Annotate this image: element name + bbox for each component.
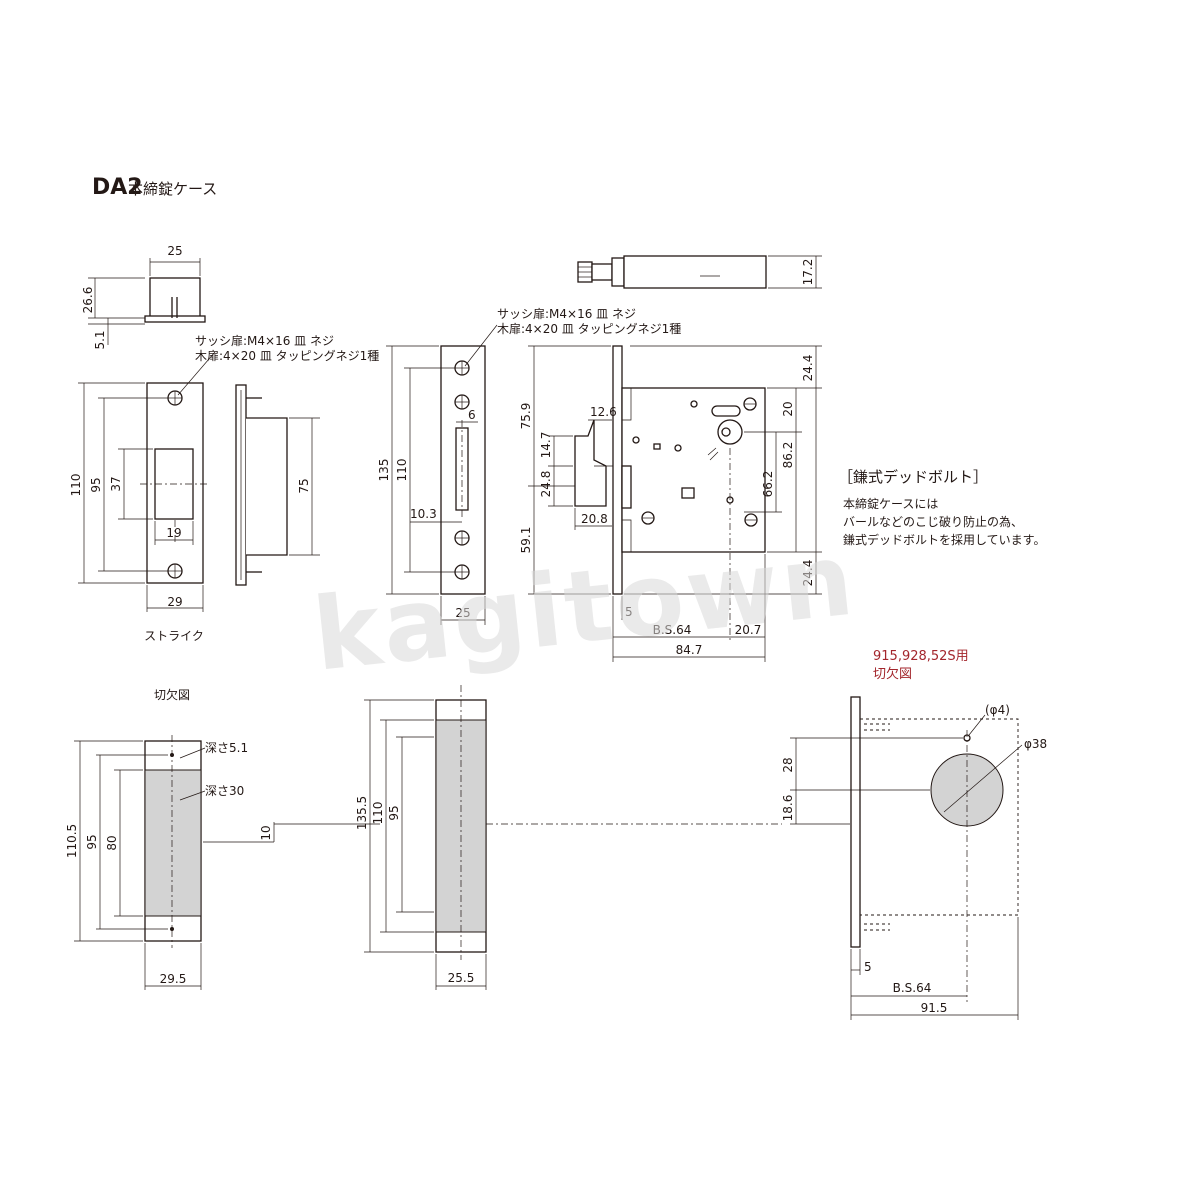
depth-deep: 深さ30 — [205, 784, 244, 798]
strike-screw-line-2: 木扉:4×20 皿 タッピングネジ1種 — [195, 349, 379, 363]
strike-side-view: 75 — [235, 384, 320, 586]
dim-back: 20.7 — [735, 623, 762, 637]
dim-front-width: 25 — [455, 606, 470, 620]
dim-strike-top-height: 26.6 — [81, 287, 95, 314]
dim-mortise-inner: 95 — [387, 805, 401, 820]
cutout-caption: 切欠図 — [154, 687, 190, 702]
dim-hole-big: φ38 — [1024, 737, 1047, 751]
dim-right-mid: 86.2 — [781, 442, 795, 469]
dim-body-width: 84.7 — [676, 643, 703, 657]
lockcase-screw-line-2: 木扉:4×20 皿 タッピングネジ1種 — [497, 322, 681, 336]
dim-right-inner: 66.2 — [761, 471, 775, 498]
dim-door-lower: 18.6 — [781, 795, 795, 822]
door-cutout-diagram: 915,928,52S用 切欠図 φ38 (φ4) 28 18.6 5 B.S.… — [781, 649, 1047, 1020]
dim-front-offset: 5 — [625, 605, 633, 619]
mortise-diagram: 135.5 110 95 25.5 — [355, 685, 782, 990]
dim-door-width: 91.5 — [921, 1001, 948, 1015]
dim-mortise-height: 135.5 — [355, 796, 369, 830]
deadbolt-title: ［鎌式デッドボルト］ — [838, 468, 988, 486]
title-block: DA2 本締錠ケース — [92, 175, 217, 200]
lockcase-front-view: 135 110 6 10.3 25 — [377, 345, 486, 625]
dim-strike-side-height: 75 — [297, 478, 311, 493]
watermark-text: kagitown — [308, 521, 861, 694]
dim-door-front: 5 — [864, 960, 872, 974]
dim-hole-small: (φ4) — [985, 703, 1010, 717]
dim-cutout-offset: 10 — [259, 825, 273, 840]
door-cutout-heading-2: 切欠図 — [873, 666, 912, 682]
deadbolt-line-1: 本締錠ケースには — [843, 496, 938, 511]
dim-strike-slot-height: 37 — [109, 476, 123, 491]
lockcase-side-view: 75.9 59.1 14.7 24.8 12.6 20.8 24.4 24.4 … — [519, 345, 822, 662]
dim-lower: 59.1 — [519, 527, 533, 554]
dim-backset: B.S.64 — [653, 623, 692, 637]
deadbolt-note: ［鎌式デッドボルト］ 本締錠ケースには バールなどのこじ破り防止の為、 鎌式デッ… — [838, 468, 1045, 547]
dim-strike-height: 110 — [69, 474, 83, 497]
dim-strike-hole-pitch: 95 — [89, 477, 103, 492]
deadbolt-line-2: バールなどのこじ破り防止の為、 — [843, 514, 1023, 529]
dim-bolt-throw: 20.8 — [581, 512, 608, 526]
dim-right-bottom: 24.4 — [801, 560, 815, 587]
dim-mortise-width: 25.5 — [448, 971, 475, 985]
strike-front-view: 110 95 37 19 29 ストライク — [69, 382, 210, 643]
door-cutout-heading-1: 915,928,52S用 — [873, 649, 969, 664]
dim-bolt-offset: 10.3 — [410, 507, 437, 521]
strike-screw-line-1: サッシ扉:M4×16 皿 ネジ — [195, 334, 334, 348]
dim-door-upper: 28 — [781, 757, 795, 772]
dim-top-thickness: 17.2 — [801, 259, 815, 286]
dim-door-backset: B.S.64 — [893, 981, 932, 995]
dim-strike-slot-width: 19 — [166, 526, 181, 540]
lockcase-top-view: 17.2 — [577, 255, 822, 289]
dim-bolt-step: 12.6 — [590, 405, 617, 419]
strike-caption: ストライク — [144, 629, 204, 643]
dim-bolt-width: 6 — [468, 408, 476, 422]
dim-bolt-height: 24.8 — [539, 471, 553, 498]
deadbolt-line-3: 鎌式デッドボルトを採用しています。 — [843, 532, 1045, 547]
dim-mortise-pitch: 110 — [371, 802, 385, 825]
dim-cutout-depth-height: 80 — [105, 835, 119, 850]
depth-shallow: 深さ5.1 — [205, 741, 248, 755]
lockcase-screw-line-1: サッシ扉:M4×16 皿 ネジ — [497, 307, 636, 321]
dim-strike-width: 29 — [167, 595, 182, 609]
dim-strike-top-width: 25 — [167, 244, 182, 258]
dim-right-cyl: 20 — [781, 401, 795, 416]
dim-cutout-width: 29.5 — [160, 972, 187, 986]
strike-screw-note: サッシ扉:M4×16 皿 ネジ 木扉:4×20 皿 タッピングネジ1種 — [177, 334, 379, 396]
dim-front-pitch: 110 — [395, 459, 409, 482]
dim-cutout-height: 110.5 — [65, 824, 79, 858]
dim-right-top: 24.4 — [801, 355, 815, 382]
cutout-diagram: 切欠図 深さ5.1 深さ30 110.5 95 80 29.5 10 — [65, 687, 380, 990]
lockcase-screw-note: サッシ扉:M4×16 皿 ネジ 木扉:4×20 皿 タッピングネジ1種 — [464, 307, 681, 367]
strike-top-view: 25 26.6 5.1 — [81, 244, 206, 350]
model-code: DA2 — [92, 175, 143, 200]
dim-cutout-pitch: 95 — [85, 834, 99, 849]
dim-upper: 75.9 — [519, 403, 533, 430]
product-name: 本締錠ケース — [128, 180, 217, 198]
dim-bolt-upper: 14.7 — [539, 432, 553, 459]
dim-front-height: 135 — [377, 459, 391, 482]
dim-strike-top-base: 5.1 — [93, 330, 107, 349]
